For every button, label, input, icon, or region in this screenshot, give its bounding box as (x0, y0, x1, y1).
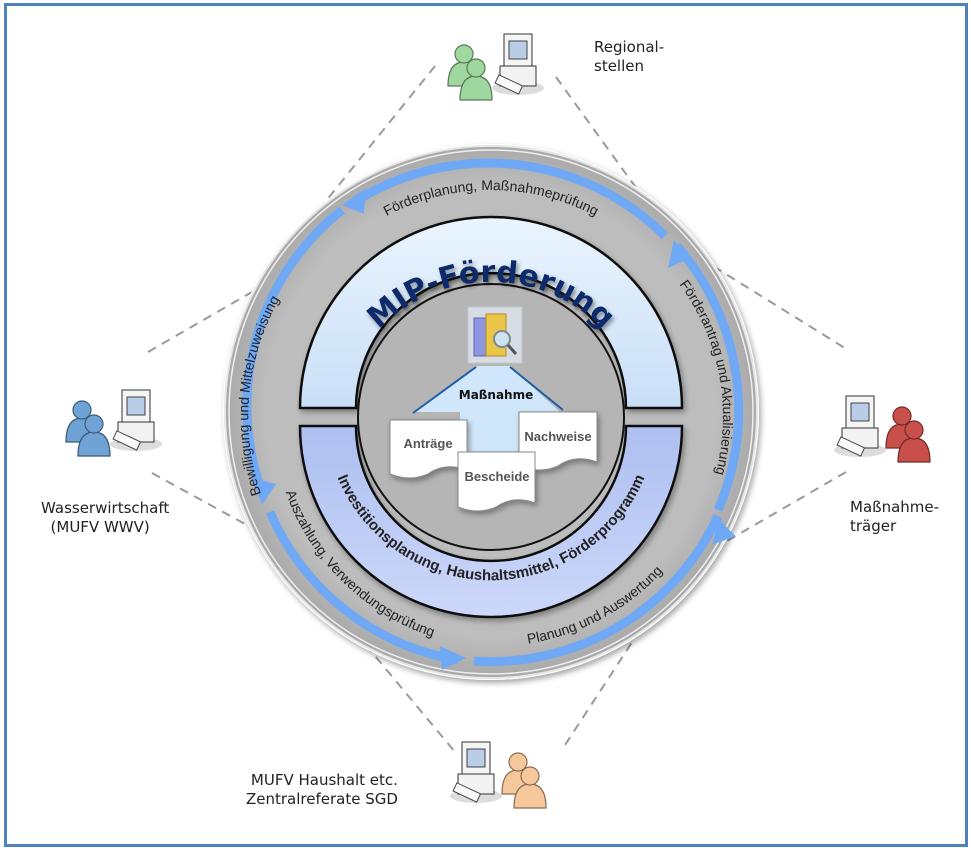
people-icon (447, 44, 493, 101)
diagram-frame (4, 3, 968, 847)
connector-right-top (699, 257, 849, 351)
arrow-head-right-bottom (712, 518, 736, 545)
document-label-bescheide: Bescheide (464, 469, 529, 484)
computer-icon (110, 389, 162, 451)
books-magnifier-icon (467, 306, 523, 364)
people-icon (885, 406, 931, 463)
actor-label-line: Zentralreferate SGD (246, 790, 398, 808)
actor-icon-3 (65, 389, 162, 457)
actor-label-mufv-haushalt: MUFV Haushalt etc.Zentralreferate SGD (246, 771, 398, 809)
document-bescheide (457, 451, 536, 512)
documents (389, 411, 598, 512)
arrow-bottom-left (265, 510, 459, 665)
connector-bottom-left (344, 619, 456, 753)
computer-icon (492, 33, 544, 95)
actor-label-wasserwirtschaft: Wasserwirtschaft (MUFV WWV) (41, 499, 169, 537)
arrow-right (673, 243, 744, 512)
actor-icon-1 (834, 395, 931, 463)
document-label-antraege: Anträge (403, 436, 452, 451)
computer-icon (450, 741, 502, 803)
actor-label-line: (MUFV WWV) (41, 518, 150, 536)
actor-label-line: stellen (594, 57, 644, 75)
arrow-head-bottom (440, 646, 466, 670)
actor-label-line: MUFV Haushalt etc. (250, 771, 398, 789)
actor-label-line: Regional- (594, 38, 665, 56)
document-label-nachweise: Nachweise (524, 429, 591, 444)
actor-label-line: Wasserwirtschaft (41, 499, 170, 517)
actor-icon-0 (447, 33, 544, 101)
measure-triangle (413, 366, 560, 412)
actor-label-line: Maßnahme- (850, 498, 940, 516)
actor-label-line: träger (850, 517, 897, 535)
arrow-top (353, 158, 669, 240)
arrow-bottom-right (473, 514, 723, 667)
center-label: Maßnahme (459, 388, 534, 402)
connector-right-bottom (707, 471, 847, 553)
arrow-left (242, 206, 345, 494)
people-icon (501, 752, 547, 809)
arrow-heads (252, 188, 736, 670)
inner-ring-bottom (298, 424, 684, 619)
people-icon (65, 400, 111, 457)
inner-ring-top (298, 215, 684, 410)
arrow-head-right-top (668, 240, 690, 268)
actor-label-massnahmetraeger: Maßnahme-träger (850, 498, 939, 536)
computer-icon (834, 395, 886, 457)
arrow-head-top (342, 188, 366, 214)
actor-label-regionalstellen: Regional-stellen (594, 38, 664, 76)
actor-icon-2 (450, 741, 547, 809)
arrow-head-left (252, 478, 276, 505)
actors (65, 33, 931, 809)
connector-bottom-right (564, 629, 641, 746)
cycle-arrows (242, 158, 744, 667)
